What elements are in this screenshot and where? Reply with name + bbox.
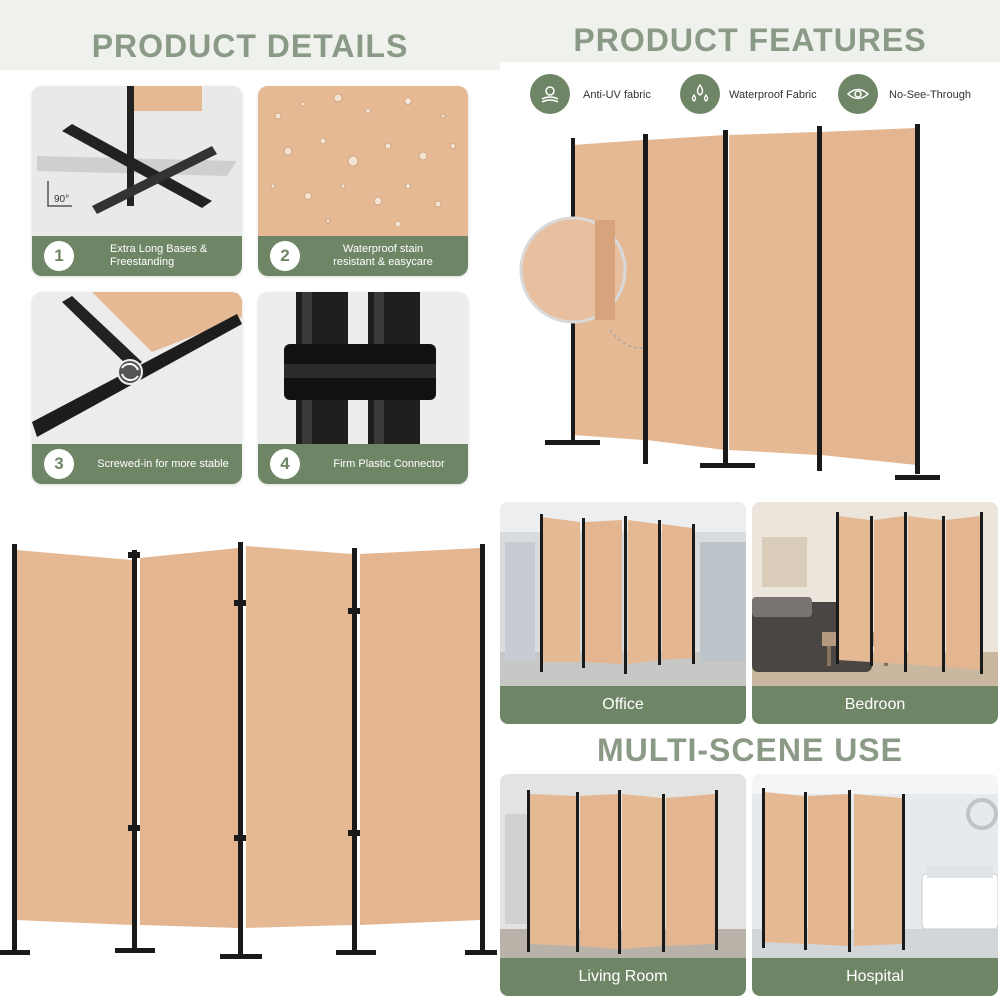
scene-label: Living Room [578,968,668,985]
living-room-scene-image [500,774,746,958]
water-droplets-image [258,86,468,236]
scenes-heading: MULTI-SCENE USE [597,732,903,768]
screw-joint-image [32,292,242,444]
feature-label: Anti-UV fabric [583,89,651,101]
detail-card-number: 2 [270,241,300,271]
detail-card-text: Extra Long Bases & Freestanding [110,243,208,268]
detail-card-1: 90° 1 Extra Long Bases & Freestanding [32,86,242,276]
detail-card-bar: 2 Waterproof stain resistant & easycare [258,236,468,276]
angle-label: 90° [54,194,69,205]
scene-card-living-room: Living Room [500,774,746,996]
hospital-scene-image [752,774,998,958]
detail-card-2: 2 Waterproof stain resistant & easycare [258,86,468,276]
detail-card-text: Screwed-in for more stable [97,458,229,470]
scene-card-hospital: Hospital [752,774,998,996]
detail-card-3: 3 Screwed-in for more stable [32,292,242,484]
detail-card-bar: 1 Extra Long Bases & Freestanding [32,236,242,276]
room-divider-large-image [0,500,500,1000]
base-foot-image: 90° [32,86,242,236]
room-divider-features-image [519,124,940,480]
office-scene-image [500,502,746,686]
detail-card-bar: 4 Firm Plastic Connector [258,444,468,484]
eye-icon [838,74,878,114]
detail-card-text: Waterproof stain resistant & easycare [333,243,433,268]
water-drops-icon [680,74,720,114]
feature-label: No-See-Through [889,89,971,101]
features-heading: PRODUCT FEATURES [573,22,927,58]
scene-card-bedroom: Bedroon [752,502,998,724]
feature-label: Waterproof Fabric [729,89,817,101]
scene-card-office: Office [500,502,746,724]
details-header-band [0,0,500,70]
scene-label-bar: Hospital [752,958,998,996]
detail-card-text: Firm Plastic Connector [333,458,445,470]
detail-card-4: 4 Firm Plastic Connector [258,292,468,484]
scene-label: Bedroon [844,696,906,713]
scene-label-bar: Bedroon [752,686,998,724]
scene-label-bar: Office [500,686,746,724]
features-header-band [500,0,1000,62]
detail-card-number: 1 [44,241,74,271]
detail-card-number: 3 [44,449,74,479]
detail-card-number: 4 [270,449,300,479]
details-heading: PRODUCT DETAILS [91,28,409,64]
bedroom-scene-image [752,502,998,686]
sun-fabric-icon [530,74,570,114]
detail-card-bar: 3 Screwed-in for more stable [32,444,242,484]
scene-label: Office [602,696,644,713]
scene-label: Hospital [846,968,904,985]
plastic-connector-image [258,292,468,444]
scene-label-bar: Living Room [500,958,746,996]
